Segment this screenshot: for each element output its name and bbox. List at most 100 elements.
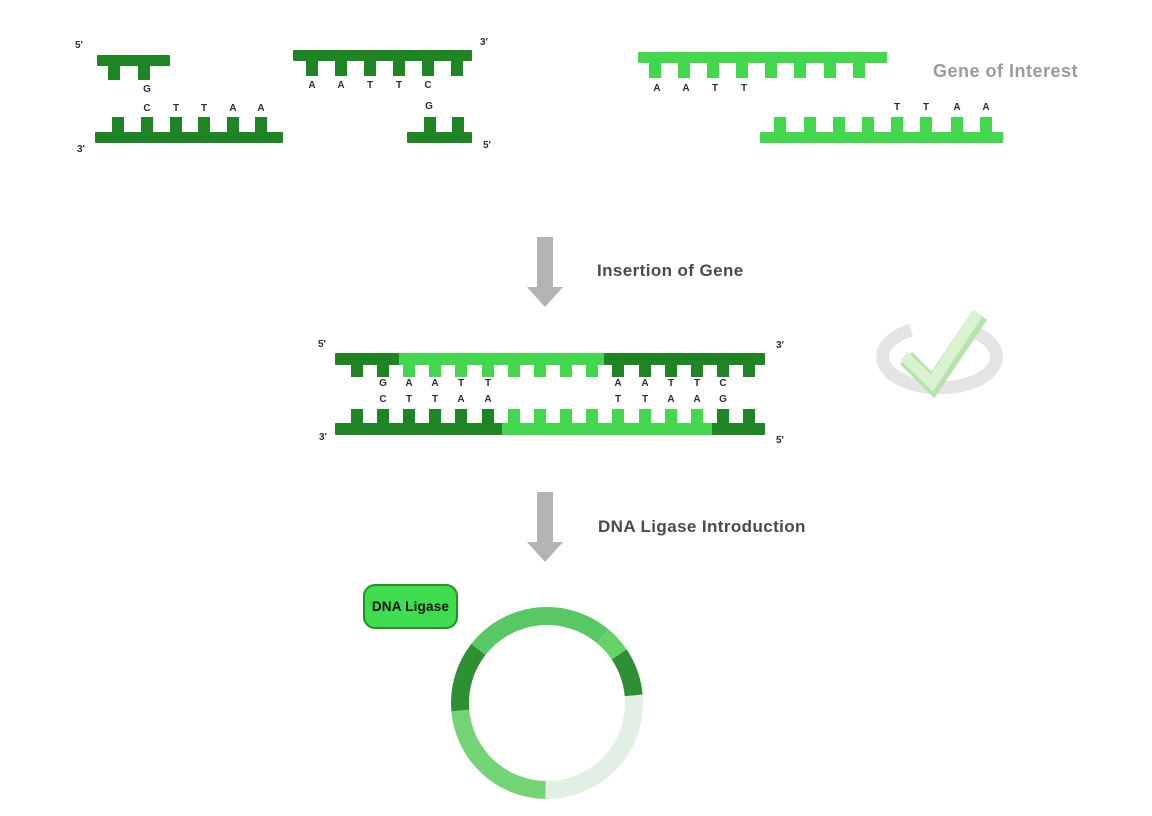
base-letter: T <box>172 103 180 114</box>
dna-tooth <box>612 409 624 423</box>
base-letter: C <box>719 378 727 389</box>
prime-label: 3' <box>776 340 784 351</box>
base-letter: A <box>308 80 316 91</box>
down-arrow-icon <box>537 492 553 542</box>
dna-tooth <box>403 365 415 377</box>
step-insertion-label: Insertion of Gene <box>597 261 744 280</box>
base-letter: T <box>641 394 649 405</box>
dna-tooth <box>891 117 903 132</box>
dna-tooth <box>108 66 120 80</box>
dna-tooth <box>429 365 441 377</box>
plasmid-segment-dark-left <box>450 643 486 712</box>
dna-tooth <box>364 61 376 76</box>
dna-tooth <box>335 61 347 76</box>
dna-tooth <box>306 61 318 76</box>
dna-bar <box>760 132 1003 143</box>
dna-tooth <box>586 365 598 377</box>
dna-tooth <box>227 117 239 132</box>
base-letter: G <box>143 84 151 95</box>
dna-tooth <box>455 409 467 423</box>
dna-tooth <box>649 63 661 78</box>
base-letter: G <box>379 378 387 389</box>
dna-tooth <box>804 117 816 132</box>
dna-tooth <box>198 117 210 132</box>
dna-tooth <box>482 409 494 423</box>
base-letter: T <box>740 83 748 94</box>
dna-bar <box>335 423 765 435</box>
dna-tooth <box>452 117 464 132</box>
check-mark <box>900 309 983 392</box>
base-letter: A <box>614 378 622 389</box>
base-letter: T <box>922 102 930 113</box>
dna-tooth <box>112 117 124 132</box>
dna-ligase-badge-label: DNA Ligase <box>371 599 450 614</box>
base-letter: A <box>405 378 413 389</box>
dna-tooth <box>560 409 572 423</box>
prime-label: 3' <box>480 37 488 48</box>
dna-tooth <box>586 409 598 423</box>
dna-tooth <box>377 409 389 423</box>
down-arrow-icon <box>537 237 553 287</box>
base-letter: T <box>667 378 675 389</box>
dna-tooth <box>951 117 963 132</box>
base-letter: T <box>484 378 492 389</box>
dna-tooth <box>665 365 677 377</box>
prime-label: 5' <box>75 40 83 51</box>
dna-tooth <box>665 409 677 423</box>
dna-tooth <box>424 117 436 132</box>
plasmid-ring <box>450 607 644 800</box>
base-letter: A <box>431 378 439 389</box>
check-icon <box>876 309 1004 399</box>
prime-label: 5' <box>318 339 326 350</box>
down-arrow-icon <box>527 542 563 562</box>
base-letter: T <box>457 378 465 389</box>
dna-tooth <box>508 409 520 423</box>
dna-tooth <box>255 117 267 132</box>
prime-label: 3' <box>319 432 327 443</box>
base-letter: A <box>641 378 649 389</box>
base-letter: A <box>457 394 465 405</box>
base-letter: A <box>337 80 345 91</box>
base-letter: G <box>425 101 433 112</box>
plasmid-segment-accent <box>596 629 627 660</box>
base-letter: T <box>395 80 403 91</box>
base-letter: T <box>614 394 622 405</box>
dna-tooth <box>920 117 932 132</box>
base-letter: T <box>431 394 439 405</box>
dna-tooth <box>534 365 546 377</box>
dna-tooth <box>351 409 363 423</box>
dna-tooth <box>534 409 546 423</box>
base-letter: C <box>424 80 432 91</box>
dna-tooth <box>508 365 520 377</box>
dna-tooth <box>691 409 703 423</box>
base-letter: G <box>719 394 727 405</box>
plasmid-segment-pale <box>545 694 644 800</box>
dna-tooth <box>853 63 865 78</box>
dna-tooth <box>138 66 150 80</box>
dna-tooth <box>377 365 389 377</box>
base-letter: A <box>667 394 675 405</box>
dna-bar <box>335 353 765 365</box>
dna-tooth <box>862 117 874 132</box>
dna-tooth <box>794 63 806 78</box>
dna-tooth <box>774 117 786 132</box>
dna-tooth <box>980 117 992 132</box>
base-letter: T <box>893 102 901 113</box>
dna-tooth <box>451 61 463 76</box>
dna-ligase-badge: DNA Ligase <box>363 584 458 629</box>
base-letter: T <box>711 83 719 94</box>
base-letter: T <box>200 103 208 114</box>
dna-tooth <box>560 365 572 377</box>
dna-tooth <box>707 63 719 78</box>
dna-tooth <box>482 365 494 377</box>
base-letter: A <box>982 102 990 113</box>
dna-tooth <box>351 365 363 377</box>
base-letter: A <box>653 83 661 94</box>
